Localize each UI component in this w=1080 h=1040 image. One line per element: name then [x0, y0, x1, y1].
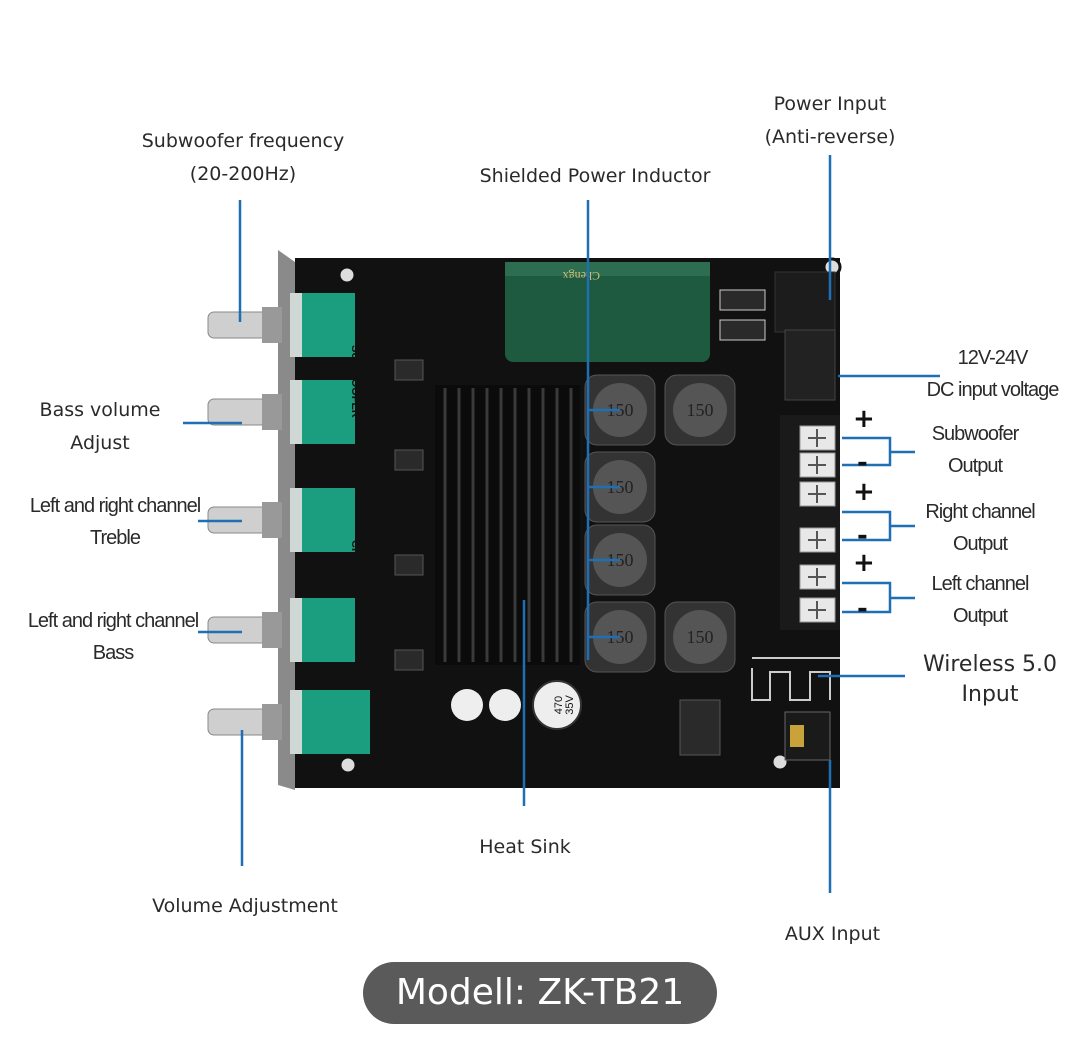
inductor-core — [673, 383, 727, 437]
silk-bass: BASS — [362, 598, 374, 629]
label-line: Output — [952, 533, 1008, 555]
label-line: Left and right channel — [29, 495, 201, 517]
label-line: Adjust — [70, 432, 130, 454]
aux-jack — [784, 711, 831, 761]
mount-holes — [337, 257, 842, 775]
label-subwoofer-output: Subwoofer Output — [905, 418, 1045, 482]
potentiometer-side — [290, 380, 302, 444]
small-capacitors: 470 35V — [451, 680, 582, 730]
knob-collar — [262, 394, 282, 430]
leader-lines — [183, 155, 940, 893]
label-line: Input — [961, 682, 1019, 707]
cap-brand: Chengx — [563, 269, 600, 283]
label-line: Subwoofer frequency — [141, 130, 345, 152]
potentiometer-side — [290, 293, 302, 357]
knob-shaft — [207, 708, 269, 736]
inductor-value: 150 — [687, 400, 714, 420]
screw-slot — [808, 429, 826, 447]
screw-slot — [808, 568, 826, 586]
label-line: Wireless 5.0 — [922, 652, 1058, 677]
potentiometer-side — [290, 488, 302, 552]
knob-shaft — [207, 398, 269, 426]
silk-vol: VOL — [359, 398, 371, 421]
label-shielded-inductor: Shielded Power Inductor — [479, 165, 711, 187]
silk-tre: TRE — [359, 508, 371, 530]
label-left-channel-output: Left channel Output — [905, 568, 1055, 632]
knob-collar — [262, 307, 282, 343]
label-wireless-input: Wireless 5.0 Input — [905, 650, 1075, 710]
label-aux-input: AUX Input — [784, 923, 881, 945]
inductor-value: 150 — [687, 627, 714, 647]
label-bass: Left and right channel Bass — [8, 605, 218, 669]
plus-sign: + — [853, 548, 875, 578]
label-line: Power Input — [773, 93, 887, 115]
label-line: (Anti-reverse) — [764, 126, 896, 148]
smd-components — [394, 359, 721, 756]
model-badge: Modell: ZK-TB21 — [363, 962, 717, 1024]
label-line: Left and right channel — [27, 610, 199, 632]
bluetooth-antenna — [751, 657, 840, 701]
electrolytic-capacitor-large: Chengx — [505, 262, 710, 362]
label-line: Bass volume — [39, 399, 161, 421]
potentiometer-side — [290, 598, 302, 662]
screw-slot — [808, 531, 826, 549]
inductor-core — [673, 610, 727, 664]
knob-collar — [262, 704, 282, 740]
knob-collar — [262, 612, 282, 648]
label-line: Left channel — [931, 573, 1030, 595]
label-subwoofer-frequency: Subwoofer frequency (20-200Hz) — [120, 125, 366, 191]
minus-sign: - — [857, 521, 868, 551]
label-line: Output — [952, 605, 1008, 627]
label-line: Bass — [92, 642, 134, 664]
minus-sign: - — [857, 448, 868, 478]
screw-slot — [808, 601, 826, 619]
silk-subwoofer: SUBWOOFER — [349, 345, 361, 418]
screw-slot — [808, 456, 826, 474]
label-line: Output — [947, 455, 1003, 477]
label-heat-sink: Heat Sink — [479, 836, 571, 858]
potentiometer — [290, 690, 370, 754]
knob-collar — [262, 502, 282, 538]
silk-channel: CHANNEL — [349, 540, 361, 594]
silk-freq: FREQ — [359, 305, 371, 336]
label-line: Treble — [90, 527, 141, 549]
plus-sign: + — [853, 477, 875, 507]
label-bass-volume: Bass volume Adjust — [15, 394, 185, 460]
label-line: Right channel — [925, 501, 1035, 523]
dc-power-jack — [719, 271, 836, 401]
potentiometers — [207, 293, 370, 754]
heat-sink — [435, 385, 580, 665]
cap-value: 470 — [553, 696, 565, 714]
label-right-channel-output: Right channel Output — [905, 496, 1055, 560]
minus-sign: - — [857, 594, 868, 624]
label-line: Subwoofer — [931, 423, 1020, 445]
label-power-input: Power Input (Anti-reverse) — [740, 88, 920, 154]
potentiometer-side — [290, 690, 302, 754]
label-line: (20-200Hz) — [189, 163, 297, 185]
label-treble: Left and right channel Treble — [10, 490, 220, 554]
label-dc-input: 12V-24V DC input voltage — [905, 342, 1080, 406]
screw-slot — [808, 485, 826, 503]
label-volume-adjustment: Volume Adjustment — [152, 895, 338, 917]
silk-m-vol: M_VOL — [380, 700, 392, 738]
label-line: DC input voltage — [926, 379, 1060, 401]
output-terminal-block — [780, 415, 840, 630]
cap-voltage: 35V — [564, 695, 576, 715]
label-line: 12V-24V — [957, 347, 1029, 369]
plus-sign: + — [853, 404, 875, 434]
knob-shaft — [207, 311, 269, 339]
